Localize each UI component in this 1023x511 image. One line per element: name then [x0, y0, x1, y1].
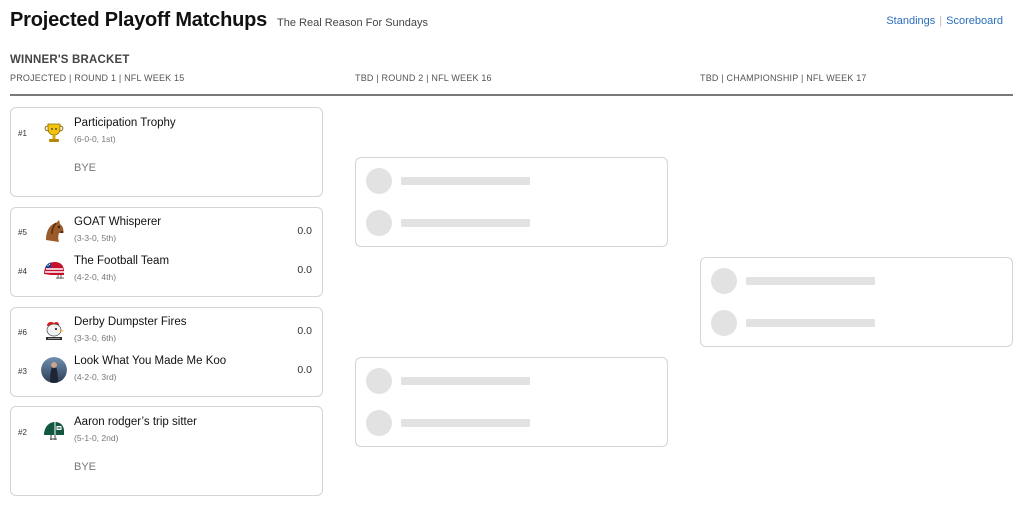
team-row[interactable]: #2 Aaron rodger’s trip sitter (5-1-0, 2n… [11, 416, 322, 450]
placeholder-row [711, 268, 1002, 296]
bye-label: BYE [74, 461, 97, 473]
bracket-label: WINNER'S BRACKET [10, 54, 130, 66]
team-record: (4-2-0, 4th) [74, 272, 117, 282]
seed-label: #5 [18, 228, 27, 237]
placeholder-row [366, 168, 657, 196]
round-1-label: PROJECTED | ROUND 1 | NFL WEEK 15 [10, 73, 185, 83]
seed-label: #1 [18, 129, 27, 138]
trophy-icon [41, 119, 67, 145]
page-subtitle: The Real Reason For Sundays [277, 17, 429, 29]
seed-label: #3 [18, 367, 27, 376]
team-name[interactable]: The Football Team [74, 255, 170, 267]
placeholder-row [366, 410, 657, 438]
round-2-matchup-top [355, 157, 668, 247]
round-2-matchup-bottom [355, 357, 668, 447]
bye-label: BYE [74, 162, 97, 174]
team-score: 0.0 [297, 225, 312, 237]
placeholder-bar [401, 419, 530, 427]
team-row[interactable]: #6 Derby Dumpster Fires (3-3-0, 6th) 0.0 [11, 316, 322, 350]
photo-avatar-icon [41, 357, 67, 383]
placeholder-bar [746, 319, 875, 327]
team-record: (4-2-0, 3rd) [74, 372, 117, 382]
championship-matchup [700, 257, 1013, 347]
team-score: 0.0 [297, 364, 312, 376]
rooster-icon [41, 318, 67, 344]
placeholder-bar [401, 177, 530, 185]
seed-label: #4 [18, 267, 27, 276]
green-helmet-icon [41, 418, 67, 444]
team-name[interactable]: Aaron rodger’s trip sitter [74, 416, 197, 428]
placeholder-avatar [366, 410, 392, 436]
seed-label: #6 [18, 328, 27, 337]
team-name[interactable]: GOAT Whisperer [74, 216, 162, 228]
placeholder-bar [746, 277, 875, 285]
team-row[interactable]: #3 Look What You Made Me Koo (4-2-0, 3rd… [11, 355, 322, 389]
team-row[interactable]: #5 GOAT Whisperer (3-3-0, 5th) 0.0 [11, 216, 322, 250]
seed-label: #2 [18, 428, 27, 437]
team-record: (3-3-0, 6th) [74, 333, 117, 343]
horse-icon [41, 218, 67, 244]
standings-link[interactable]: Standings [886, 15, 936, 27]
page-title: Projected Playoff Matchups [10, 9, 268, 31]
team-row[interactable]: #4 The Football Team (4-2-0, 4th) 0.0 [11, 255, 322, 289]
placeholder-avatar [366, 168, 392, 194]
placeholder-avatar [366, 210, 392, 236]
placeholder-bar [401, 377, 530, 385]
header-divider [10, 94, 1013, 96]
placeholder-row [366, 210, 657, 238]
placeholder-avatar [366, 368, 392, 394]
team-score: 0.0 [297, 325, 312, 337]
placeholder-avatar [711, 268, 737, 294]
team-score: 0.0 [297, 264, 312, 276]
team-row[interactable]: #1 Participation Trophy (6-0-0, 1st) [11, 117, 322, 151]
team-record: (3-3-0, 5th) [74, 233, 117, 243]
team-name[interactable]: Look What You Made Me Koo [74, 355, 227, 367]
link-separator: | [939, 15, 943, 27]
team-record: (6-0-0, 1st) [74, 134, 116, 144]
placeholder-row [366, 368, 657, 396]
top-links: Standings|Scoreboard [886, 15, 1003, 27]
placeholder-row [711, 310, 1002, 338]
matchup-card-bye-1[interactable]: #1 Participation Trophy (6-0-0, 1st) BYE [10, 107, 323, 197]
team-name[interactable]: Participation Trophy [74, 117, 176, 129]
round-2-label: TBD | ROUND 2 | NFL WEEK 16 [355, 73, 492, 83]
scoreboard-link[interactable]: Scoreboard [946, 15, 1003, 27]
matchup-card-bye-2[interactable]: #2 Aaron rodger’s trip sitter (5-1-0, 2n… [10, 406, 323, 496]
championship-label: TBD | CHAMPIONSHIP | NFL WEEK 17 [700, 73, 867, 83]
flag-helmet-icon [41, 257, 67, 283]
matchup-card-5-4[interactable]: #5 GOAT Whisperer (3-3-0, 5th) 0.0 #4 [10, 207, 323, 297]
placeholder-bar [401, 219, 530, 227]
matchup-card-6-3[interactable]: #6 Derby Dumpster Fires (3-3-0, 6th) 0.0… [10, 307, 323, 397]
placeholder-avatar [711, 310, 737, 336]
team-name[interactable]: Derby Dumpster Fires [74, 316, 187, 328]
team-record: (5-1-0, 2nd) [74, 433, 119, 443]
